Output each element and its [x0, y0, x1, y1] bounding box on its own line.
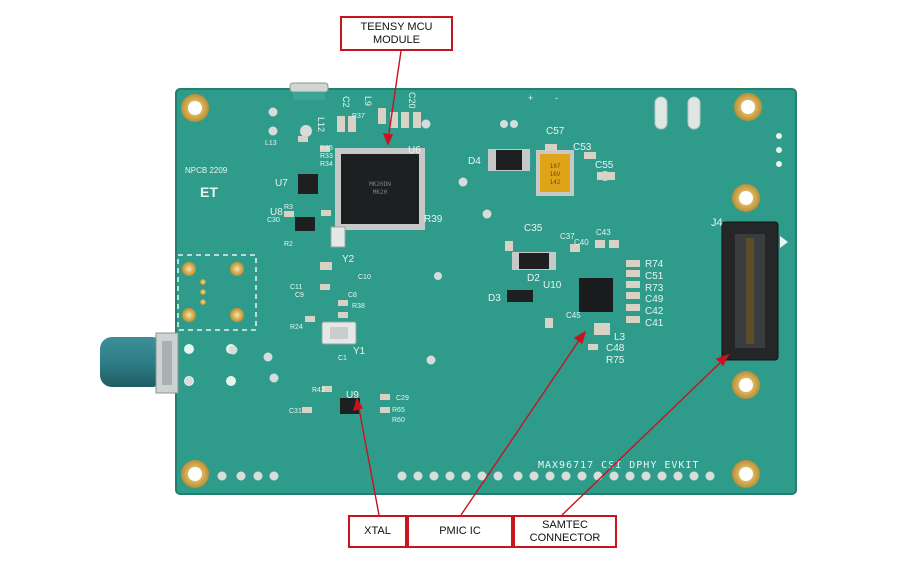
bottom-header-pads	[217, 471, 715, 481]
refdes-u10: U10	[543, 280, 562, 291]
crystal-y2	[330, 226, 346, 248]
refdes-r74: R74	[645, 259, 664, 270]
refdes-c2: C2	[341, 96, 351, 108]
coax-connector	[100, 332, 179, 394]
refdes-c48: C48	[606, 343, 625, 354]
pmic-u10	[579, 278, 613, 312]
refdes-r42: R42	[312, 387, 325, 394]
refdes-r35: R35	[320, 145, 333, 152]
refdes-c37: C37	[560, 232, 575, 241]
tantalum-cap-c57: 107 16V 142	[536, 150, 574, 196]
callout-xtal: XTAL	[348, 515, 407, 548]
callout-teensy-mcu: TEENSY MCU MODULE	[340, 16, 453, 51]
svg-text:16V: 16V	[550, 171, 561, 178]
diode-d3	[507, 290, 533, 302]
svg-text:MK20DN: MK20DN	[369, 181, 391, 188]
refdes-r37: R37	[352, 113, 365, 120]
samtec-connector-j4	[721, 221, 788, 361]
callout-samtec-connector: SAMTEC CONNECTOR	[513, 515, 617, 548]
polarity-plus: +	[528, 93, 533, 103]
ic-u8	[295, 217, 315, 231]
refdes-c57: C57	[546, 126, 565, 137]
svg-text:MK20: MK20	[373, 189, 388, 196]
refdes-r65: R65	[392, 407, 405, 414]
refdes-c55: C55	[595, 160, 614, 171]
crystal-y1	[321, 321, 357, 345]
refdes-j4: J4	[711, 217, 723, 229]
pcb-code-label: NPCB 2209	[185, 166, 228, 175]
refdes-u7: U7	[275, 178, 288, 189]
polarity-minus: -	[555, 93, 558, 103]
refdes-r2: R2	[284, 241, 293, 248]
refdes-c49: C49	[645, 294, 664, 305]
mounting-holes	[181, 93, 762, 488]
refdes-c8: C8	[348, 292, 357, 299]
board-title: MAX96717 CSI DPHY EVKIT	[538, 460, 699, 471]
refdes-c51: C51	[645, 271, 664, 282]
callout-pmic-ic: PMIC IC	[407, 515, 513, 548]
refdes-c45: C45	[566, 311, 581, 320]
refdes-r60: R60	[392, 417, 405, 424]
refdes-c10: C10	[358, 274, 371, 281]
smd-passives	[284, 108, 640, 413]
mcu-chip-u6: MK20DN MK20	[335, 148, 425, 230]
refdes-l3: L3	[614, 332, 626, 343]
refdes-u9: U9	[346, 390, 359, 401]
svg-text:107: 107	[550, 163, 561, 170]
refdes-c43: C43	[596, 228, 611, 237]
callout-pointers	[353, 50, 730, 516]
refdes-r3: R3	[284, 204, 293, 211]
refdes-y2: Y2	[342, 254, 355, 265]
silkscreen-labels: NPCB 2209 ET U7 U8 U6 U9 U10 Y1 Y2 D4 D2…	[185, 92, 723, 471]
refdes-c1: C1	[338, 355, 347, 362]
refdes-u6: U6	[408, 145, 421, 156]
logo-mark: ET	[200, 184, 218, 200]
refdes-u8: U8	[270, 207, 283, 218]
diode-d4	[488, 149, 530, 171]
refdes-r34: R34	[320, 161, 333, 168]
power-slot-pads	[654, 96, 782, 167]
refdes-c9: C9	[295, 292, 304, 299]
refdes-c53: C53	[573, 142, 592, 153]
usb-connector	[289, 82, 329, 100]
svg-text:142: 142	[550, 179, 561, 186]
refdes-r73: R73	[645, 283, 664, 294]
connector-footprint	[177, 254, 257, 386]
refdes-r75: R75	[606, 355, 625, 366]
refdes-l12: L12	[316, 117, 326, 132]
refdes-c31: C31	[289, 408, 302, 415]
refdes-d2: D2	[527, 273, 540, 284]
refdes-c20: C20	[407, 92, 417, 109]
refdes-r39: R39	[424, 214, 443, 225]
refdes-c11: C11	[290, 284, 302, 291]
pcb-board	[175, 88, 797, 495]
diode-d2	[512, 252, 556, 270]
ic-u7	[298, 174, 318, 194]
refdes-r38: R38	[352, 303, 365, 310]
refdes-c41: C41	[645, 318, 664, 329]
refdes-d3: D3	[488, 293, 501, 304]
refdes-c40: C40	[574, 238, 589, 247]
refdes-r24: R24	[290, 324, 303, 331]
refdes-l13: L13	[265, 140, 277, 147]
refdes-c42: C42	[645, 306, 664, 317]
refdes-c30: C30	[267, 217, 280, 224]
refdes-c35: C35	[524, 223, 543, 234]
refdes-r33: R33	[320, 153, 333, 160]
refdes-d4: D4	[468, 156, 481, 167]
refdes-y1: Y1	[353, 346, 366, 357]
refdes-l9: L9	[363, 96, 373, 106]
refdes-c29: C29	[396, 395, 409, 402]
